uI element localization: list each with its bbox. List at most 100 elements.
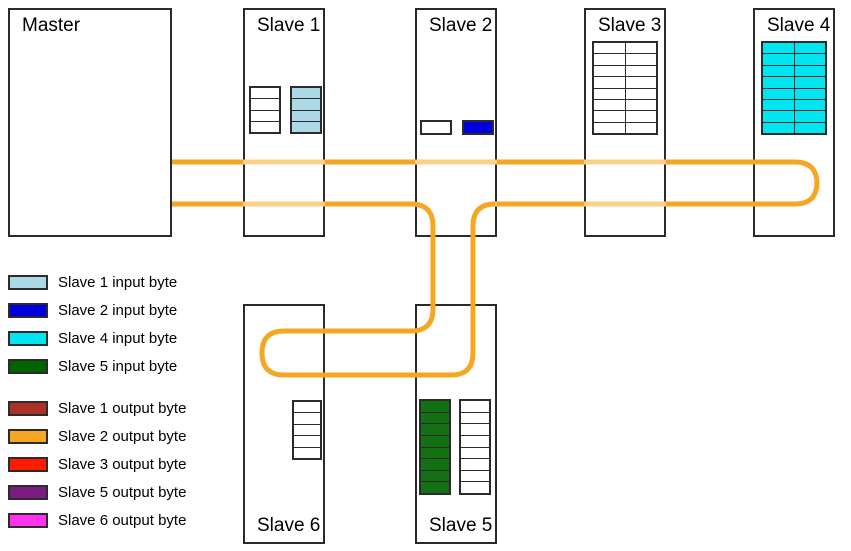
byte-cell <box>594 122 626 133</box>
legend-label: Slave 4 input byte <box>58 329 178 347</box>
slave5-output-grid[interactable] <box>459 399 491 495</box>
node-label-slave5: Slave 5 <box>429 515 493 536</box>
legend-label: Slave 2 input byte <box>58 301 178 319</box>
byte-row <box>421 401 449 413</box>
byte-row <box>251 110 279 122</box>
slave5-input-grid[interactable] <box>419 399 451 495</box>
byte-row <box>421 424 449 436</box>
legend-label: Slave 1 output byte <box>58 399 187 417</box>
byte-cell <box>763 65 795 77</box>
slave1-output-grid[interactable] <box>249 86 281 134</box>
byte-row <box>461 470 489 483</box>
byte-cell <box>461 482 489 493</box>
byte-cell <box>594 65 626 77</box>
legend-item: Slave 2 input byte <box>8 296 228 324</box>
byte-cell <box>625 43 656 54</box>
byte-row <box>594 88 656 100</box>
byte-row <box>292 110 320 122</box>
byte-cell <box>251 99 279 110</box>
slave2-input-byte[interactable] <box>462 120 494 135</box>
byte-row <box>292 99 320 111</box>
byte-cell <box>294 413 320 424</box>
legend-label: Slave 5 output byte <box>58 483 187 501</box>
legend-item: Slave 2 output byte <box>8 422 228 450</box>
node-slave3[interactable] <box>584 8 666 237</box>
node-slave4[interactable] <box>753 8 835 237</box>
byte-cell <box>251 110 279 121</box>
byte-cell <box>794 65 825 77</box>
byte-row <box>294 413 320 425</box>
node-label-slave1: Slave 1 <box>257 15 321 36</box>
byte-row <box>251 88 279 100</box>
byte-row <box>461 435 489 448</box>
byte-cell <box>292 88 320 99</box>
legend-swatch <box>8 456 48 472</box>
legend-swatch <box>8 428 48 444</box>
legend-item: Slave 5 input byte <box>8 352 228 380</box>
byte-row <box>421 435 449 448</box>
byte-cell <box>421 482 449 493</box>
legend-item: Slave 1 output byte <box>8 394 228 422</box>
legend-label: Slave 1 input byte <box>58 273 178 291</box>
byte-row <box>594 111 656 123</box>
byte-row <box>292 121 320 132</box>
byte-row <box>461 447 489 460</box>
byte-row <box>461 401 489 413</box>
slave6-output-grid[interactable] <box>292 400 322 460</box>
byte-cell <box>794 88 825 99</box>
byte-cell <box>625 77 656 88</box>
legend-swatch <box>8 400 48 416</box>
legend-swatch <box>8 512 48 528</box>
byte-cell <box>461 447 489 459</box>
node-label-slave3: Slave 3 <box>598 15 662 36</box>
byte-row <box>461 412 489 425</box>
legend-item: Slave 5 output byte <box>8 478 228 506</box>
byte-cell <box>594 43 626 54</box>
byte-row <box>461 459 489 471</box>
byte-row <box>421 447 449 460</box>
node-master[interactable] <box>8 8 172 237</box>
byte-row <box>421 470 449 483</box>
legend-swatch <box>8 330 48 346</box>
node-label-slave4: Slave 4 <box>767 15 831 36</box>
slave2-output-byte[interactable] <box>420 120 452 135</box>
byte-row <box>294 436 320 448</box>
byte-cell <box>421 412 449 424</box>
byte-cell <box>794 43 825 54</box>
legend-swatch <box>8 484 48 500</box>
slave3-output-grid[interactable] <box>592 41 658 135</box>
byte-cell <box>763 111 795 122</box>
slave1-input-grid[interactable] <box>290 86 322 134</box>
byte-cell <box>625 54 656 65</box>
byte-row <box>251 121 279 132</box>
byte-row <box>763 65 825 78</box>
byte-cell <box>794 77 825 88</box>
byte-cell <box>594 54 626 65</box>
byte-cell <box>594 111 626 122</box>
byte-cell <box>294 424 320 436</box>
byte-cell <box>251 121 279 132</box>
byte-cell <box>625 88 656 99</box>
slave4-input-grid[interactable] <box>761 41 827 135</box>
byte-row <box>763 111 825 123</box>
byte-cell <box>461 470 489 482</box>
byte-row <box>294 424 320 437</box>
byte-cell <box>292 121 320 132</box>
byte-cell <box>421 435 449 447</box>
legend-label: Slave 3 output byte <box>58 455 187 473</box>
byte-cell <box>625 65 656 77</box>
node-slave1[interactable] <box>243 8 325 237</box>
byte-row <box>292 88 320 100</box>
node-slave6[interactable] <box>243 304 325 544</box>
byte-row <box>461 482 489 493</box>
byte-cell <box>461 412 489 424</box>
byte-cell <box>763 122 795 133</box>
byte-cell <box>763 88 795 99</box>
byte-row <box>763 88 825 100</box>
byte-cell <box>294 402 320 413</box>
byte-row <box>594 43 656 55</box>
byte-cell <box>421 447 449 459</box>
